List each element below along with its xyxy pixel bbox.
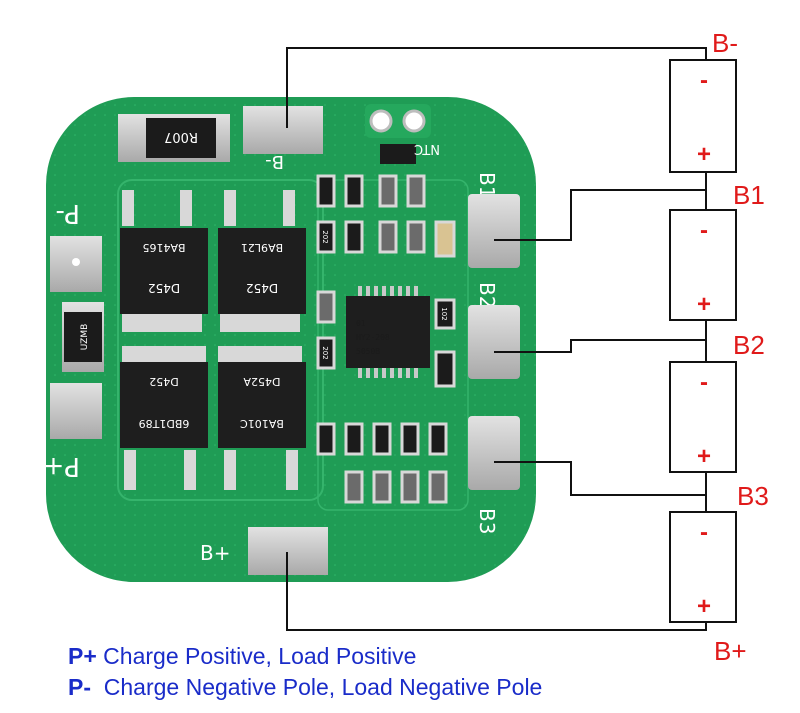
silk-b-plus: B+ xyxy=(200,541,230,565)
label-b1: B1 xyxy=(733,180,765,210)
diode: UZMB xyxy=(62,302,104,372)
battery-cell-1: - + xyxy=(669,59,737,173)
silk-p-plus: P+ xyxy=(43,451,80,481)
legend-line-1: P+ Charge Positive, Load Positive xyxy=(68,643,416,670)
cell-4-plus: + xyxy=(697,593,711,620)
smd-resistors-bottom xyxy=(316,422,448,504)
mosfet-1: BA4165 D452 xyxy=(120,228,208,314)
mosfet-2-code: BA9L21 xyxy=(241,241,283,254)
cell-3-plus: + xyxy=(697,443,711,470)
wire-b-plus xyxy=(286,552,707,631)
label-b-plus: B+ xyxy=(714,636,747,666)
mosfet-1-code: BA4165 xyxy=(142,241,185,254)
protection-ic: 01 HY2-208 5050B xyxy=(346,286,430,378)
shunt-resistor: R007 xyxy=(118,114,230,162)
cell-4-minus: - xyxy=(700,519,708,546)
battery-cell-3: - + xyxy=(669,361,737,473)
legend-2-key: P- xyxy=(68,674,91,700)
silk-b2: B2 xyxy=(475,282,499,308)
cell-1-minus: - xyxy=(700,67,708,94)
cell-2-minus: - xyxy=(700,217,708,244)
legend-2-text: Charge Negative Pole, Load Negative Pole xyxy=(91,674,543,700)
wire-b2 xyxy=(494,339,706,353)
mosfet-bottom-pins xyxy=(124,450,298,490)
ic-line-2: HY2-208 xyxy=(356,333,390,342)
smd-resistors-mid: 202 102 xyxy=(316,290,456,388)
mosfet-3-label: D452 xyxy=(149,375,178,388)
label-b3: B3 xyxy=(737,481,769,511)
battery-cell-4: - + xyxy=(669,511,737,623)
pcb-board xyxy=(46,97,536,582)
cell-1-plus: + xyxy=(697,141,711,168)
b1-pad: B1 xyxy=(468,172,520,268)
mosfet-2-label: D452 xyxy=(246,281,278,295)
cell-2-plus: + xyxy=(697,291,711,318)
res-label-c: 102 xyxy=(440,307,448,320)
label-b2: B2 xyxy=(733,330,765,360)
mosfet-1-label: D452 xyxy=(148,281,180,295)
mosfet-3-code: 6BD1T89 xyxy=(139,417,190,430)
mosfet-4-code: BA101C xyxy=(240,417,284,430)
silk-ntc: NTC xyxy=(414,141,440,156)
diode-label: UZMB xyxy=(80,324,90,351)
wires xyxy=(286,47,707,631)
legend-line-2: P- Charge Negative Pole, Load Negative P… xyxy=(68,674,542,701)
b3-pad: B3 xyxy=(468,416,520,534)
label-b-minus: B- xyxy=(712,28,738,58)
battery-cell-2: - + xyxy=(669,209,737,321)
p-minus-pad: P- xyxy=(50,198,102,292)
shunt-label: R007 xyxy=(164,129,198,144)
b2-pad: B2 xyxy=(468,282,520,379)
wire-b1 xyxy=(494,189,706,241)
p-plus-pad: P+ xyxy=(43,383,102,481)
res-label-b: 202 xyxy=(321,346,329,359)
silk-b3: B3 xyxy=(475,508,499,534)
ntc-area: NTC xyxy=(380,141,440,164)
mosfet-2: BA9L21 D452 xyxy=(218,228,306,314)
silk-b-minus: B- xyxy=(265,151,284,172)
res-label-a: 202 xyxy=(321,230,329,243)
wire-b-minus xyxy=(286,47,707,128)
silk-p-minus: P- xyxy=(56,198,81,228)
ic-line-3: 5050B xyxy=(356,347,380,356)
mosfet-mid-tabs xyxy=(122,346,302,366)
ic-line-1: 01 xyxy=(356,319,366,328)
smd-resistors-top: 202 xyxy=(316,174,456,258)
mosfet-4-label: D452A xyxy=(243,375,280,388)
cell-3-minus: - xyxy=(700,369,708,396)
legend-1-key: P+ xyxy=(68,643,97,669)
wire-b3 xyxy=(494,461,706,496)
b-minus-pad: B- xyxy=(243,106,323,172)
through-holes xyxy=(365,104,431,138)
mosfet-4: D452A BA101C xyxy=(218,362,306,448)
mosfet-3: D452 6BD1T89 xyxy=(120,362,208,448)
legend-1-text: Charge Positive, Load Positive xyxy=(96,643,417,669)
